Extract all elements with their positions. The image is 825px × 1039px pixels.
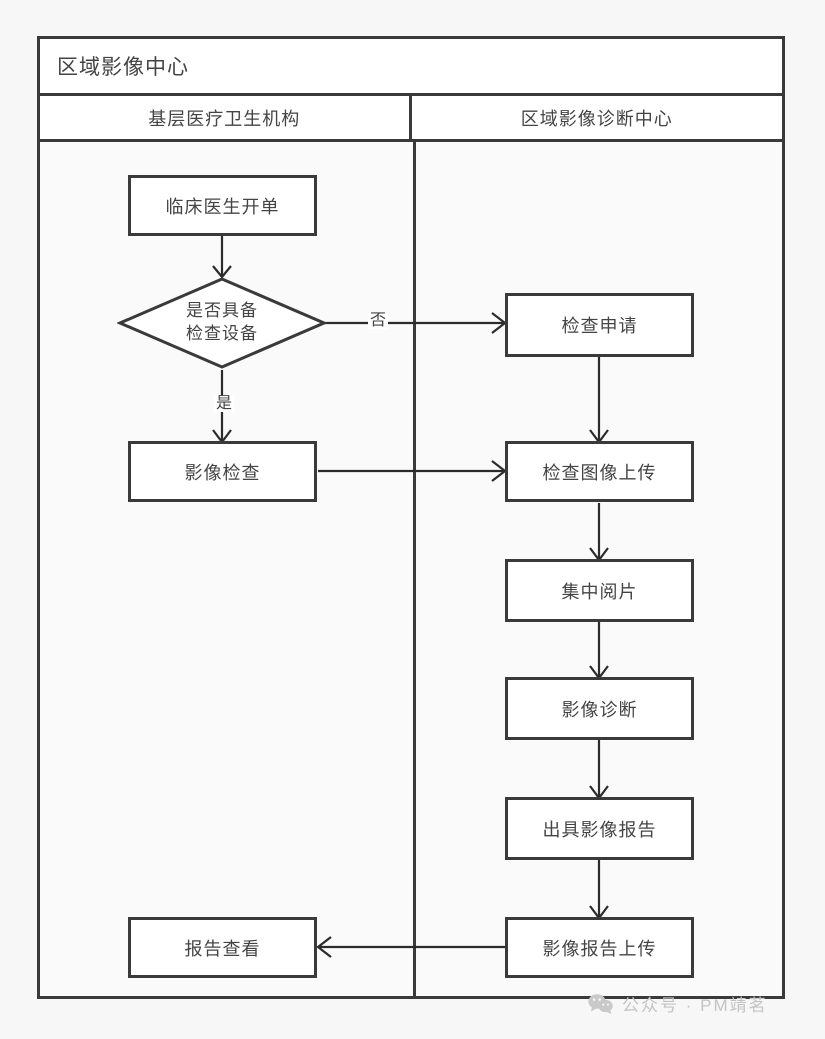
edge-label-yes: 是: [214, 395, 235, 412]
swimlane-diagram: 区域影像中心 基层医疗卫生机构 区域影像诊断中心: [37, 36, 785, 999]
node-central-reading[interactable]: 集中阅片: [505, 559, 694, 622]
edge-label-no: 否: [368, 312, 389, 329]
watermark: 公众号 · PM靖茗: [588, 991, 768, 1016]
watermark-text: 公众号 · PM靖茗: [622, 996, 768, 1015]
node-clinical-order[interactable]: 临床医生开单: [128, 175, 317, 236]
diagram-title-bar: 区域影像中心: [40, 39, 782, 96]
node-exam-request[interactable]: 检查申请: [505, 293, 694, 357]
page-title: 区域影像中心: [57, 56, 189, 79]
node-issue-report[interactable]: 出具影像报告: [505, 797, 694, 860]
node-imaging-diagnosis[interactable]: 影像诊断: [505, 677, 694, 740]
node-has-equipment[interactable]: 是否具备 检查设备: [117, 276, 327, 370]
lane-header-row: 基层医疗卫生机构 区域影像诊断中心: [40, 96, 782, 142]
lane-divider: [413, 142, 416, 996]
node-report-view[interactable]: 报告查看: [128, 917, 317, 978]
lane-header-regional-center: 区域影像诊断中心: [520, 108, 673, 129]
node-imaging-exam[interactable]: 影像检查: [128, 441, 317, 502]
lane-header-grassroots: 基层医疗卫生机构: [40, 96, 412, 139]
node-report-upload[interactable]: 影像报告上传: [505, 917, 694, 978]
wechat-icon: [588, 993, 613, 1014]
node-image-upload[interactable]: 检查图像上传: [505, 441, 694, 502]
